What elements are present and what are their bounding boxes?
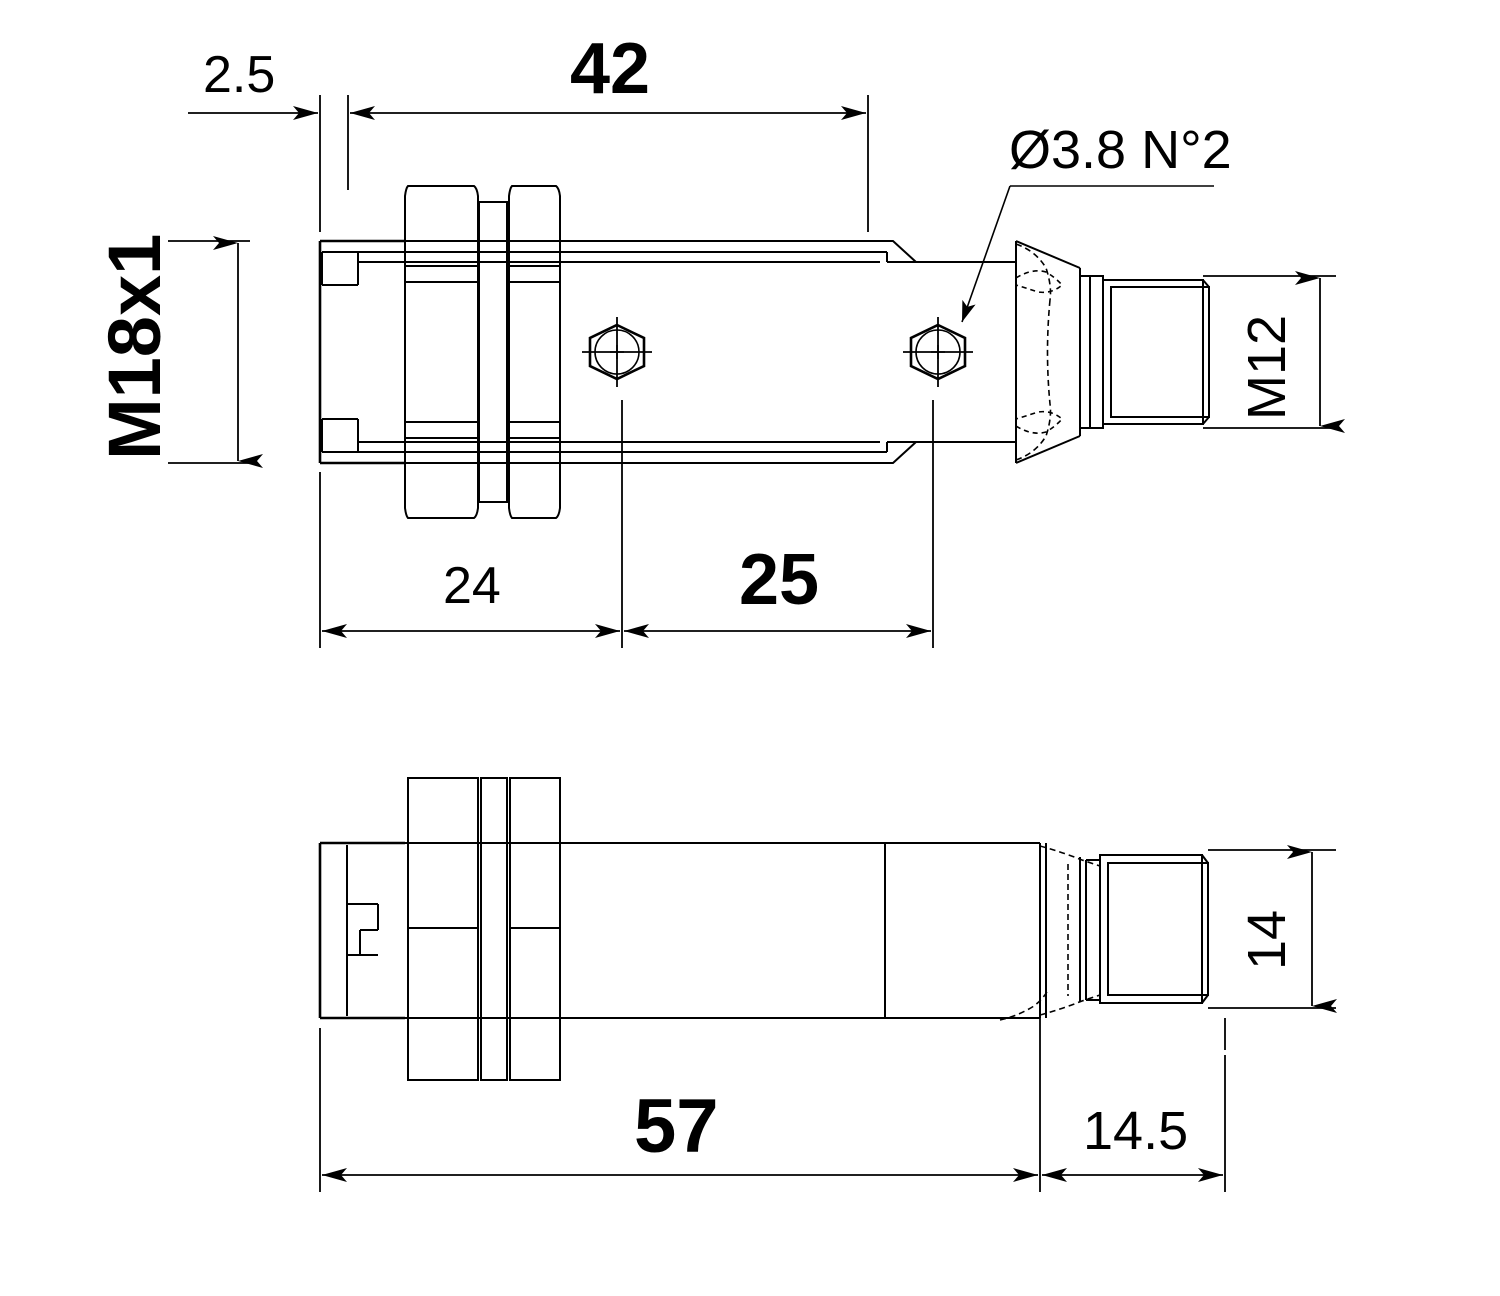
side-view-dimensions [319, 845, 1337, 1192]
lock-nut-2 [508, 185, 561, 519]
dim-m12 [1203, 271, 1345, 433]
side-lock-nut-2 [509, 777, 561, 1081]
dim-label-25: 25 [739, 540, 819, 620]
dim-label-m18x1: M18x1 [93, 234, 176, 460]
m12-connector [1080, 275, 1210, 429]
hex-set-screw-1 [582, 317, 652, 387]
side-sensing-face [318, 841, 405, 1020]
dim-57-14-5 [319, 1010, 1226, 1192]
dim-label-hole-3-8: Ø3.8 N°2 [1009, 120, 1232, 180]
dimension-text-layer: 2.5 42 M18x1 Ø3.8 N°2 M12 24 25 57 14.5 … [93, 29, 1297, 1169]
hex-set-screw-2 [903, 317, 973, 387]
sensing-face [318, 239, 405, 465]
flat-washer [478, 201, 508, 503]
dim-label-42: 42 [570, 29, 650, 109]
lock-nut-1 [404, 185, 479, 519]
dim-label-2-5: 2.5 [203, 46, 275, 104]
side-connector-transition [999, 843, 1101, 1021]
side-view-geometry [318, 777, 1226, 1081]
connector-transition [916, 240, 1081, 464]
dim-14 [1208, 845, 1337, 1013]
front-view-geometry [318, 185, 1210, 519]
dim-hole-3-8 [961, 185, 1214, 323]
side-m12-connector [1086, 854, 1209, 1004]
dim-label-m12: M12 [1237, 315, 1297, 420]
dim-label-57: 57 [634, 1084, 719, 1169]
side-flat-washer [480, 777, 508, 1081]
dim-24-25 [319, 400, 934, 648]
dim-label-24: 24 [443, 557, 501, 615]
dim-m18x1 [168, 236, 263, 468]
dim-label-14: 14 [1237, 910, 1297, 970]
side-lock-nut-1 [407, 777, 479, 1081]
dim-label-14-5: 14.5 [1083, 1101, 1188, 1161]
side-barrel-body [405, 842, 1040, 1019]
front-view-dimensions [168, 95, 1345, 648]
